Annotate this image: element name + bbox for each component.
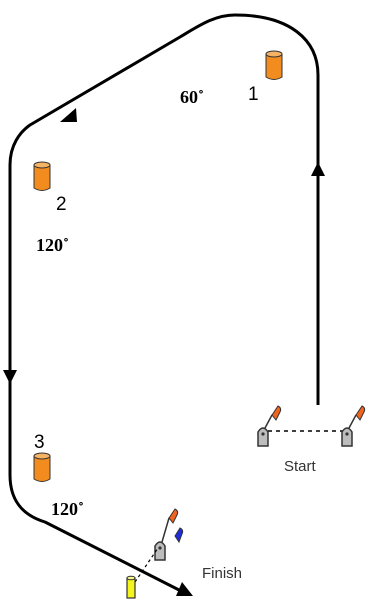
mark-2-angle: 120˚ — [36, 235, 69, 255]
mark-1-buoy — [265, 50, 283, 80]
mark-3-label: 3 — [34, 432, 45, 453]
mark-1-label: 1 — [248, 84, 259, 105]
start-boat-right — [341, 405, 366, 447]
mark-2-buoy — [33, 161, 51, 191]
finish-boat — [154, 508, 184, 561]
finish-line — [134, 547, 159, 583]
finish-label: Finish — [202, 565, 242, 582]
arrow-up-icon — [311, 162, 325, 176]
arrow-finish-icon — [176, 582, 193, 596]
mark-1-angle: 60˚ — [180, 87, 204, 107]
mark-3-angle: 120˚ — [51, 499, 84, 519]
finish-buoy — [126, 575, 136, 599]
start-boat-left — [257, 405, 282, 447]
start-label: Start — [284, 458, 317, 475]
blue-flag-icon — [174, 527, 184, 544]
orange-flag-icon — [168, 508, 179, 524]
mark-2-label: 2 — [56, 194, 67, 215]
course-line — [8, 13, 320, 594]
arrow-left-icon — [60, 108, 77, 122]
arrow-down-icon — [3, 370, 17, 384]
mark-3-buoy — [33, 452, 51, 482]
